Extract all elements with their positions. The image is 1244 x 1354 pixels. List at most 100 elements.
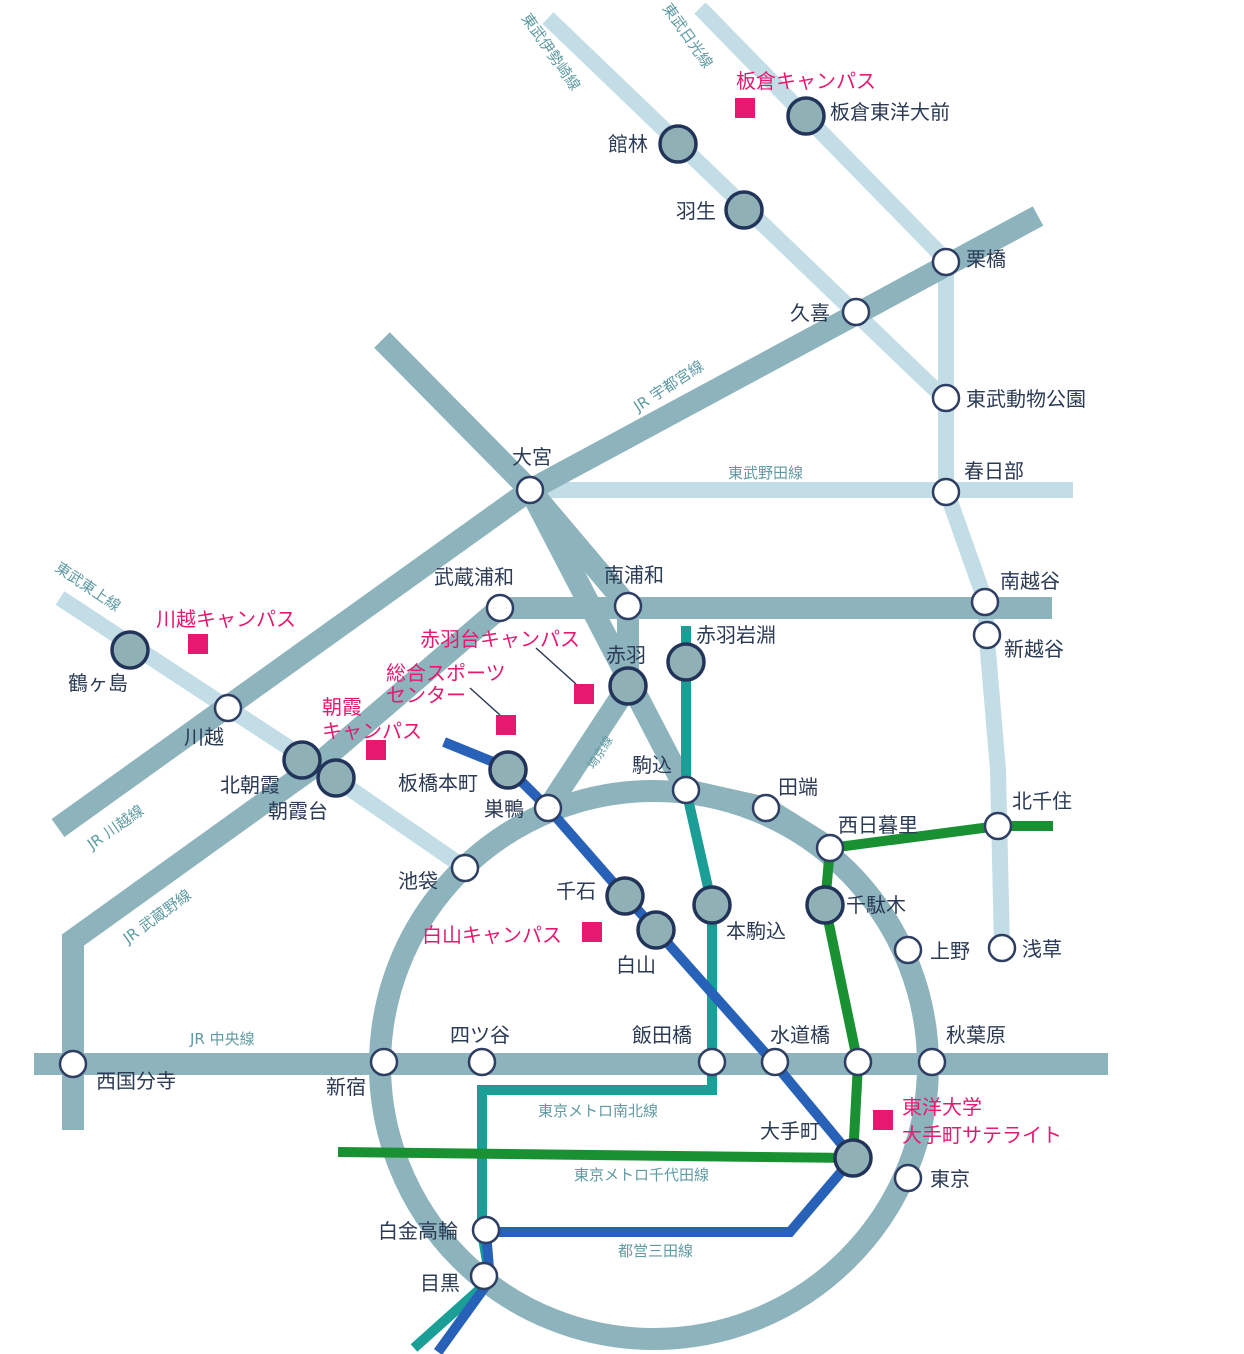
- label-kurihashi: 栗橋: [966, 247, 1006, 271]
- station-minami-urawa[interactable]: [613, 591, 643, 621]
- sports-center-leader-line: [469, 687, 501, 716]
- station-kuki[interactable]: [841, 297, 871, 327]
- label-tobu-dobutsu-koen: 東武動物公園: [966, 387, 1086, 411]
- station-asakusa[interactable]: [987, 933, 1017, 963]
- station-kasukabe[interactable]: [931, 477, 961, 507]
- line-label-chiyoda: 東京メトロ千代田線: [574, 1166, 709, 1184]
- label-itabashi-honcho: 板橋本町: [398, 771, 478, 795]
- line-label-jr-chuo: JR 中央線: [189, 1030, 255, 1048]
- station-itabashi-honcho[interactable]: [488, 750, 528, 790]
- label-kawagoe: 川越: [184, 725, 224, 749]
- label-akihabara: 秋葉原: [946, 1023, 1006, 1047]
- campus-marker-akabanedai[interactable]: [574, 684, 594, 704]
- label-tsurugashima: 鶴ヶ島: [68, 671, 128, 695]
- station-sengoku[interactable]: [605, 876, 645, 916]
- station-akabane[interactable]: [608, 666, 648, 706]
- label-meguro: 目黒: [420, 1271, 460, 1295]
- station-meguro[interactable]: [469, 1261, 499, 1291]
- label-omiya: 大宮: [512, 445, 552, 469]
- station-komagome[interactable]: [671, 775, 701, 805]
- jr-kawagoe-line: [51, 481, 537, 837]
- label-campus-kawagoe: 川越キャンパス: [156, 607, 296, 631]
- label-iidabashi: 飯田橋: [632, 1023, 692, 1047]
- station-hakusan[interactable]: [636, 910, 676, 950]
- station-tabata[interactable]: [751, 793, 781, 823]
- station-nishi-nippori[interactable]: [815, 833, 845, 863]
- station-yotsuya[interactable]: [467, 1047, 497, 1077]
- label-campus-itakura: 板倉キャンパス: [736, 69, 876, 93]
- label-campus-akabanedai: 赤羽台キャンパス: [420, 627, 580, 651]
- label-campus-sports-line1: 総合スポーツ: [386, 661, 506, 685]
- station-musashi-urawa[interactable]: [485, 593, 515, 623]
- label-tabata: 田端: [778, 775, 818, 799]
- label-komagome: 駒込: [632, 753, 672, 777]
- station-asakadai[interactable]: [316, 758, 356, 798]
- label-campus-hakusan: 白山キャンパス: [422, 923, 562, 947]
- station-ochanomizu-transfer[interactable]: [843, 1047, 873, 1077]
- station-ueno[interactable]: [893, 935, 923, 965]
- label-ikebukuro: 池袋: [398, 869, 438, 893]
- station-tsurugashima[interactable]: [110, 630, 150, 670]
- station-kawagoe[interactable]: [213, 693, 243, 723]
- akabanedai-leader-line: [535, 647, 577, 685]
- campus-marker-kawagoe[interactable]: [188, 634, 208, 654]
- station-suidobashi[interactable]: [760, 1047, 790, 1077]
- label-itakura-toyo-daimae: 板倉東洋大前: [830, 100, 950, 124]
- label-hon-komagome: 本駒込: [726, 919, 786, 943]
- station-kita-asaka[interactable]: [282, 740, 322, 780]
- label-musashi-urawa: 武蔵浦和: [434, 565, 514, 589]
- label-campus-otemachi-line2: 大手町サテライト: [902, 1123, 1062, 1147]
- campus-marker-itakura[interactable]: [735, 98, 755, 118]
- station-ikebukuro[interactable]: [450, 853, 480, 883]
- label-nishi-nippori: 西日暮里: [838, 813, 918, 837]
- label-campus-asaka-line2: キャンパス: [322, 719, 422, 743]
- label-nishi-kokubunji: 西国分寺: [96, 1069, 176, 1093]
- label-shirokane-takanawa: 白金高輪: [378, 1219, 458, 1243]
- station-omiya[interactable]: [515, 475, 545, 505]
- station-akihabara[interactable]: [917, 1047, 947, 1077]
- label-hanyu: 羽生: [676, 199, 716, 223]
- label-campus-otemachi-line1: 東洋大学: [902, 1095, 982, 1119]
- campus-marker-sports-center[interactable]: [496, 715, 516, 735]
- campus-marker-hakusan[interactable]: [582, 922, 602, 942]
- label-campus-asaka-line1: 朝霞: [322, 695, 362, 719]
- station-kurihashi[interactable]: [931, 247, 961, 277]
- label-shin-koshigaya: 新越谷: [1004, 637, 1064, 661]
- station-shin-koshigaya[interactable]: [972, 620, 1002, 650]
- label-otemachi: 大手町: [760, 1119, 820, 1143]
- station-itakura-toyo-daimae[interactable]: [786, 96, 826, 136]
- label-sugamo: 巣鴨: [484, 797, 524, 821]
- label-campus-sports-line2: センター: [386, 683, 466, 707]
- label-ueno: 上野: [930, 939, 970, 963]
- label-minami-koshigaya: 南越谷: [1000, 569, 1060, 593]
- station-akabane-iwabuchi[interactable]: [666, 642, 706, 682]
- label-sendagi: 千駄木: [846, 893, 906, 917]
- station-nishi-kokubunji[interactable]: [58, 1049, 88, 1079]
- station-tokyo[interactable]: [893, 1163, 923, 1193]
- label-tatebayashi: 館林: [608, 132, 648, 156]
- label-kuki: 久喜: [790, 301, 830, 325]
- campus-marker-otemachi[interactable]: [873, 1110, 893, 1130]
- station-sugamo[interactable]: [533, 793, 563, 823]
- station-tatebayashi[interactable]: [658, 124, 698, 164]
- station-hanyu[interactable]: [724, 190, 764, 230]
- line-label-namboku: 東京メトロ南北線: [538, 1102, 658, 1120]
- jr-musashino-line: [62, 597, 1052, 1130]
- jr-utsunomiya-line: [524, 206, 1044, 500]
- label-asakadai: 朝霞台: [268, 799, 328, 823]
- station-iidabashi[interactable]: [697, 1047, 727, 1077]
- label-kita-asaka: 北朝霞: [220, 773, 280, 797]
- station-kita-senju[interactable]: [983, 811, 1013, 841]
- campus-marker-asaka[interactable]: [366, 740, 386, 760]
- station-tobu-dobutsu-koen[interactable]: [931, 383, 961, 413]
- label-shinjuku: 新宿: [326, 1075, 366, 1099]
- station-minami-koshigaya[interactable]: [970, 587, 1000, 617]
- station-shirokane-takanawa[interactable]: [471, 1215, 501, 1245]
- label-akabane-iwabuchi: 赤羽岩淵: [696, 623, 776, 647]
- label-sengoku: 千石: [556, 879, 596, 903]
- label-minami-urawa: 南浦和: [604, 563, 664, 587]
- station-shinjuku[interactable]: [369, 1047, 399, 1077]
- station-otemachi[interactable]: [833, 1138, 873, 1178]
- station-sendagi[interactable]: [805, 885, 845, 925]
- station-hon-komagome[interactable]: [692, 885, 732, 925]
